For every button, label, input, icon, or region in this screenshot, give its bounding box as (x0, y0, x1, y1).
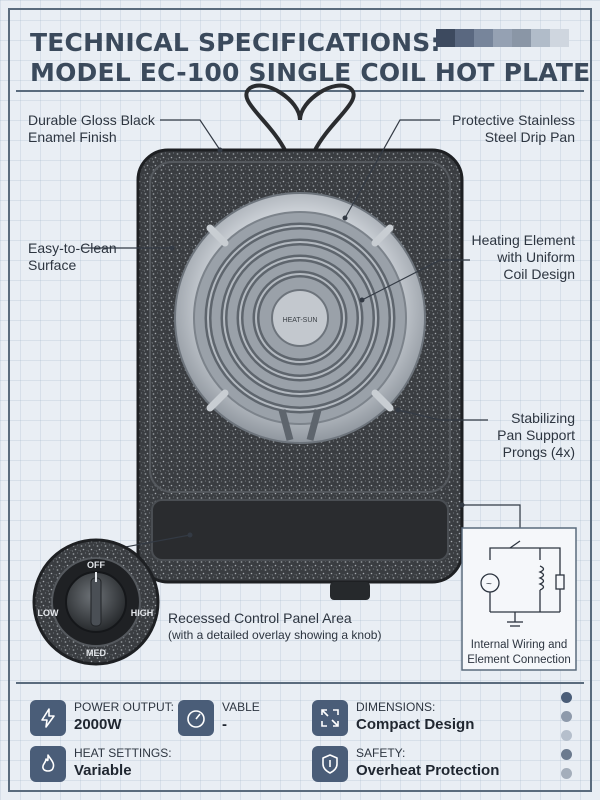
spec-dimensions-label: DIMENSIONS: (356, 700, 436, 714)
callout-surface: Easy-to-Clean Surface (28, 240, 117, 273)
spec-variable-value: - (222, 716, 227, 733)
spec-heat-settings: HEAT SETTINGS: Variable (30, 746, 172, 782)
knob-label-med: MED (86, 648, 107, 658)
spec-variable-label: VABLE (222, 700, 260, 714)
spec-heat-value: Variable (74, 762, 132, 779)
spec-variable: VABLE - (178, 700, 260, 736)
dot-2 (561, 730, 572, 741)
expand-icon (312, 700, 348, 736)
spec-safety-label: SAFETY: (356, 746, 406, 760)
swatch-6 (550, 29, 569, 47)
callout-finish: Durable Gloss Black Enamel Finish (28, 112, 155, 145)
dot-3 (561, 749, 572, 760)
swatch-1 (455, 29, 474, 47)
coil-terminals (278, 409, 322, 441)
dot-0 (561, 692, 572, 703)
swatch-2 (474, 29, 493, 47)
title-line-1: TECHNICAL SPECIFICATIONS: (30, 28, 441, 57)
spec-power-label: POWER OUTPUT: (74, 700, 175, 714)
coil-brand: HEAT-SUN (283, 317, 318, 324)
gauge-icon (178, 700, 214, 736)
knob-overlay: OFF LOW HIGH MED (32, 538, 160, 666)
control-panel-label: Recessed Control Panel Area (168, 610, 352, 626)
spec-dimensions: DIMENSIONS: Compact Design (312, 700, 474, 736)
color-swatches (436, 29, 569, 47)
swatch-4 (512, 29, 531, 47)
dot-1 (561, 711, 572, 722)
knob-label-off: OFF (87, 560, 105, 570)
swatch-3 (493, 29, 512, 47)
shield-icon (312, 746, 348, 782)
coil-center-cap (271, 289, 329, 347)
knob-grip (90, 577, 102, 627)
power-cord (244, 83, 356, 153)
callout-heating-element: Heating Element with Uniform Coil Design (471, 232, 575, 282)
swatch-0 (436, 29, 455, 47)
control-panel-sublabel: (with a detailed overlay showing a knob) (168, 628, 382, 642)
wiring-label: Internal Wiring and Element Connection (467, 639, 571, 666)
spec-dimensions-value: Compact Design (356, 716, 475, 733)
control-panel-callout: Recessed Control Panel Area (with a deta… (168, 610, 381, 642)
header: TECHNICAL SPECIFICATIONS: MODEL EC-100 S… (16, 16, 590, 92)
spec-heat-label: HEAT SETTINGS: (74, 746, 172, 760)
bolt-icon (30, 700, 66, 736)
callout-lines (82, 119, 521, 549)
swatch-5 (531, 29, 550, 47)
recessed-control-area (151, 499, 449, 561)
spec-safety: SAFETY: Overheat Protection (312, 746, 499, 782)
dot-4 (561, 768, 572, 779)
spec-bar: POWER OUTPUT: 2000W VABLE - DIMENSIONS: … (16, 682, 584, 790)
wiring-diagram: ~ (461, 527, 577, 671)
callout-drip-pan: Protective Stainless Steel Drip Pan (452, 112, 575, 145)
cord-connector (330, 582, 370, 600)
spec-safety-value: Overheat Protection (356, 762, 500, 779)
decorative-dots (561, 692, 572, 787)
spec-power: POWER OUTPUT: 2000W (30, 700, 174, 736)
title-line-2: MODEL EC-100 SINGLE COIL HOT PLATE (30, 58, 591, 87)
spec-power-value: 2000W (74, 716, 122, 733)
flame-icon (30, 746, 66, 782)
pan-support-prongs (206, 224, 394, 412)
knob-label-high: HIGH (131, 608, 154, 618)
coil-symbol (538, 565, 545, 591)
top-surface (149, 161, 451, 493)
svg-text:~: ~ (486, 579, 492, 590)
callout-prongs: Stabilizing Pan Support Prongs (4x) (497, 410, 575, 460)
knob-label-low: LOW (38, 608, 59, 618)
